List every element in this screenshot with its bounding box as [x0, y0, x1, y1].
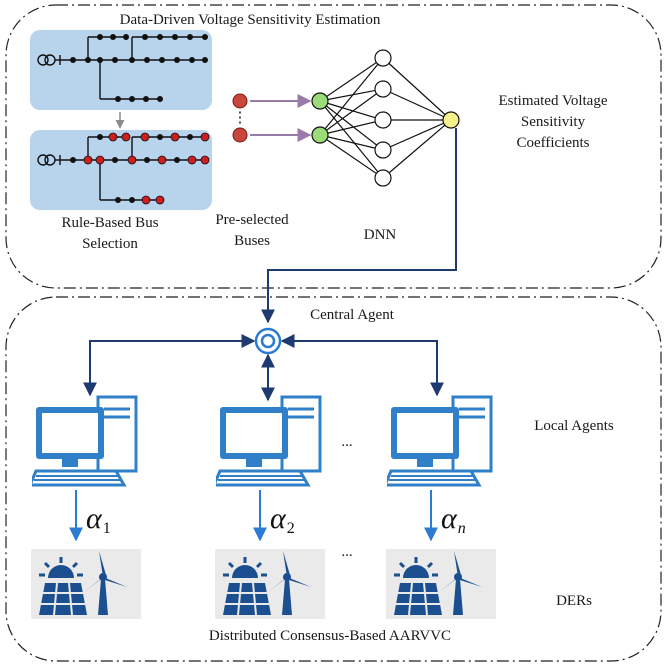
top-panel-border: [5, 4, 662, 289]
der-1-solar-wind-icon: [31, 549, 141, 619]
dnn-hidden-node-2: [374, 80, 392, 98]
rule-based-label-line2: Selection: [82, 236, 138, 252]
dnn-output-node: [442, 111, 460, 129]
feeder-panel-selected: [30, 130, 212, 210]
der-ellipsis: ...: [341, 544, 352, 560]
alpha-1-label: α1: [86, 502, 111, 537]
dnn-label: DNN: [364, 227, 397, 243]
dnn-network: [311, 49, 460, 187]
dnn-connections: [319, 57, 452, 179]
local-agent-n-computer-icon: [387, 395, 493, 487]
preselected-bus-1: [232, 93, 248, 109]
top-panel-title: Data-Driven Voltage Sensitivity Estimati…: [120, 12, 381, 28]
dnn-input-node-2: [311, 126, 329, 144]
central-to-agent-1-arrow: [83, 334, 256, 397]
local-agent-1-computer-icon: [32, 395, 138, 487]
alpha-2-label: α2: [270, 502, 295, 537]
agent-ellipsis: ...: [341, 434, 352, 450]
preselected-label-line1: Pre-selected: [215, 212, 289, 228]
central-agent-node: [254, 327, 282, 355]
rule-based-label-line1: Rule-Based Bus: [61, 215, 158, 231]
dnn-hidden-node-1: [374, 49, 392, 67]
der-2-solar-wind-icon: [215, 549, 325, 619]
bottom-panel-border: [5, 296, 662, 662]
local-agents-label: Local Agents: [534, 418, 614, 434]
estimated-label-line1: Estimated Voltage: [498, 93, 607, 109]
local-agent-2-computer-icon: [216, 395, 322, 487]
preselected-vertical-dots: ⋮: [233, 110, 248, 126]
dnn-input-node-1: [311, 92, 329, 110]
alpha-n-label: αn: [441, 502, 466, 537]
feeder-panel-original: [30, 30, 212, 110]
ders-label: DERs: [556, 593, 592, 609]
der-n-solar-wind-icon: [386, 549, 496, 619]
bottom-panel-title: Distributed Consensus-Based AARVVC: [209, 628, 451, 644]
preselected-bus-2: [232, 127, 248, 143]
dnn-hidden-node-4: [374, 141, 392, 159]
preselected-label-line2: Buses: [234, 233, 270, 249]
dnn-to-central-arrow: [261, 128, 457, 324]
central-to-agent-n-arrow: [280, 334, 444, 397]
central-agent-label: Central Agent: [310, 307, 395, 323]
estimated-label-line2: Sensitivity: [521, 114, 586, 130]
estimated-label-line3: Coefficients: [516, 135, 589, 151]
dnn-hidden-node-3: [374, 111, 392, 129]
dnn-hidden-node-5: [374, 169, 392, 187]
